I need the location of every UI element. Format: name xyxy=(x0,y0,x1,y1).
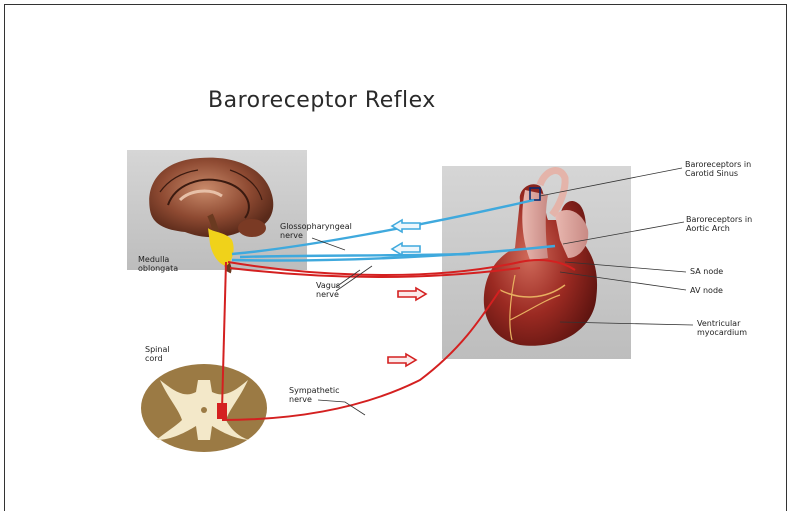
afferent-arrow-top xyxy=(392,220,420,232)
label-carotid-sinus: Baroreceptors in Carotid Sinus xyxy=(685,160,751,178)
label-aortic-arch: Baroreceptors in Aortic Arch xyxy=(686,215,752,233)
label-glossopharyngeal-nerve: Glossopharyngeal nerve xyxy=(280,222,352,240)
label-vagus-nerve: Vagus nerve xyxy=(316,281,340,299)
label-ventricular-myocardium: Ventricular myocardium xyxy=(697,319,747,337)
efferent-arrows xyxy=(388,288,426,366)
label-av-node: AV node xyxy=(690,286,723,295)
afferent-arrows xyxy=(392,220,420,255)
afferent-arrow-bottom xyxy=(392,243,420,255)
label-sa-node: SA node xyxy=(690,267,723,276)
label-medulla-oblongata: Medulla oblongata xyxy=(138,255,178,273)
efferent-arrow-sympathetic xyxy=(388,354,416,366)
label-spinal-cord: Spinal cord xyxy=(145,345,170,363)
efferent-arrow-vagus xyxy=(398,288,426,300)
label-sympathetic-nerve: Sympathetic nerve xyxy=(289,386,339,404)
spinal-cord-image xyxy=(141,364,267,452)
